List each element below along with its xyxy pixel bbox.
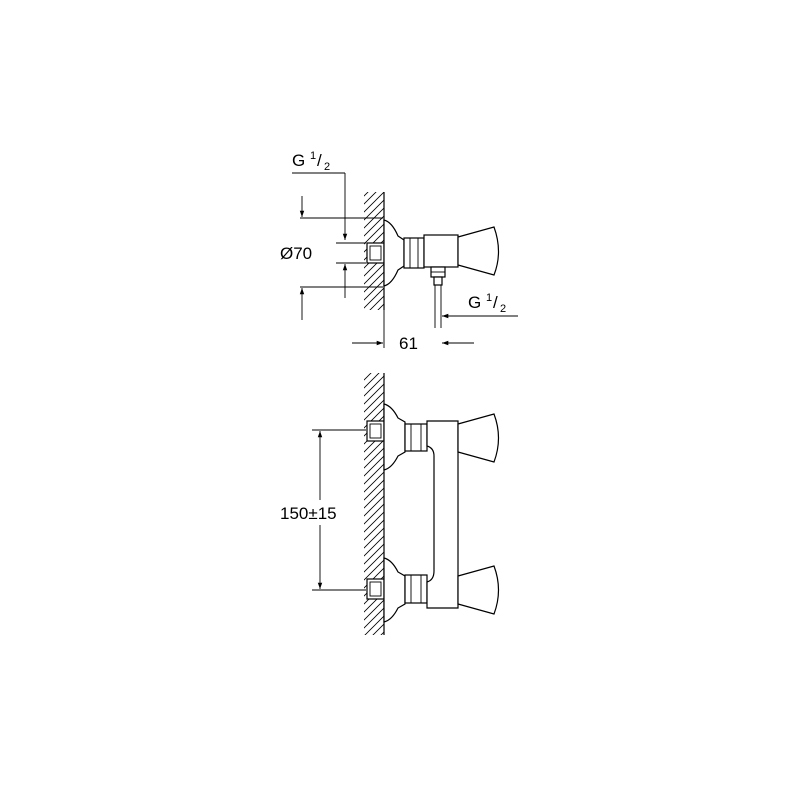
escutcheon-top <box>383 219 405 287</box>
label-thread-outlet-slash: / <box>493 293 498 312</box>
label-projection: 61 <box>399 334 418 353</box>
outlet-stub-top <box>433 276 443 286</box>
nut-lower <box>404 574 428 604</box>
valve-body-front <box>426 420 459 609</box>
valve-body-top <box>423 234 459 268</box>
label-thread-outlet: G <box>468 293 481 312</box>
escutcheon-upper <box>383 403 406 471</box>
escutcheon-lower <box>383 557 406 623</box>
front-view: 150±15 <box>280 373 500 635</box>
wall-connector-inner <box>369 581 382 597</box>
top-view: G 1 / 2 Ø70 G 1 / 2 61 <box>280 150 518 353</box>
lever-handle-upper <box>457 413 500 463</box>
wall-connector-inner <box>369 423 382 439</box>
label-thread-outlet-num: 1 <box>486 292 492 304</box>
wall-connector-inner <box>369 245 382 261</box>
label-diameter: Ø70 <box>280 244 312 263</box>
lever-handle-top <box>457 226 500 276</box>
label-thread-outlet-den: 2 <box>500 303 506 315</box>
label-spacing: 150±15 <box>280 504 337 523</box>
nut-upper <box>404 423 428 452</box>
nut-top <box>403 237 425 269</box>
lever-handle-lower <box>457 565 500 615</box>
label-thread-top-slash: / <box>317 151 322 170</box>
label-thread-top: G <box>292 151 305 170</box>
label-thread-top-num: 1 <box>310 150 316 162</box>
label-thread-top-den: 2 <box>324 161 330 173</box>
